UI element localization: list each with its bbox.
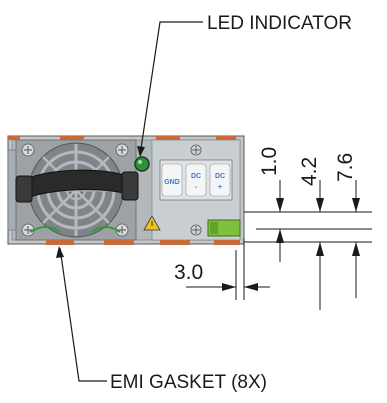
release-latch (207, 219, 241, 237)
emi-gaskets (8, 136, 240, 245)
terminal-minus-sign: - (195, 184, 198, 191)
warning-label-icon (143, 215, 161, 231)
emi-callout-leader (56, 246, 107, 382)
terminal-dc-plus-label: DC (215, 173, 225, 180)
dimension-1-0: 1.0 (258, 147, 281, 176)
terminal-dc-minus-label: DC (191, 173, 201, 180)
dimension-arrowheads (222, 198, 360, 291)
terminal-plus-sign: + (218, 184, 222, 191)
dc-terminal-block: GND DC - DC + (159, 159, 233, 201)
terminal-gnd-label: GND (164, 179, 180, 186)
module-handle (15, 169, 139, 203)
emi-gasket-label: EMI GASKET (8X) (110, 372, 267, 393)
led-indicator-label: LED INDICATOR (207, 13, 352, 34)
led-indicator-icon (134, 156, 150, 172)
dimension-7-6: 7.6 (334, 153, 357, 182)
dimension-4-2: 4.2 (298, 157, 321, 186)
fan-screw-icon (21, 143, 202, 237)
dimension-3-0: 3.0 (174, 261, 203, 284)
led-callout-leader (137, 21, 203, 157)
